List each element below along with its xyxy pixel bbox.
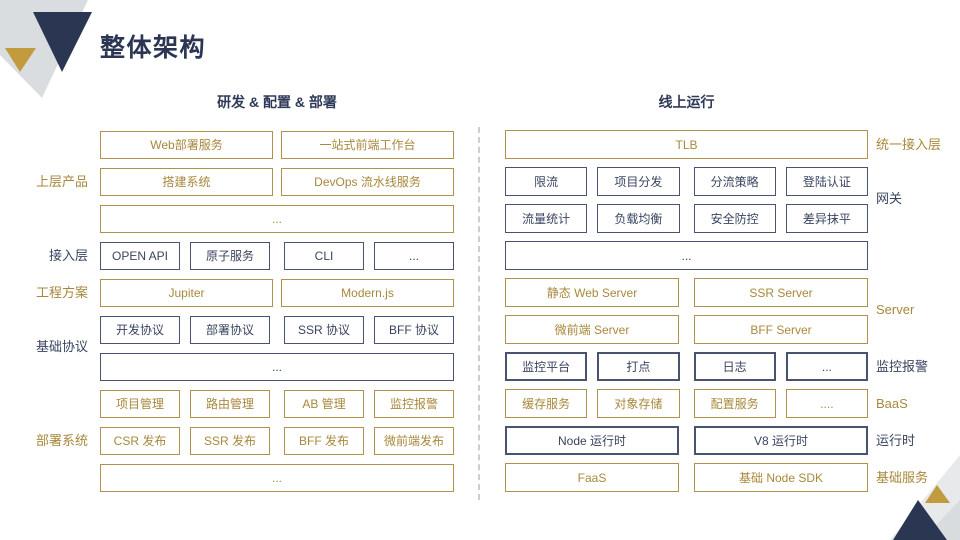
arch-box: OPEN API xyxy=(100,242,180,270)
arch-row: Node 运行时 V8 运行时运行时 xyxy=(505,426,915,455)
gray-triangle-dark xyxy=(922,500,960,540)
arch-box: 限流 xyxy=(505,167,588,196)
arch-box: SSR 协议 xyxy=(284,316,364,344)
arch-row: ... xyxy=(100,353,454,381)
layer-label: BaaS xyxy=(876,395,908,411)
arch-box: 登陆认证 xyxy=(785,167,868,196)
arch-box: 配置服务 xyxy=(693,389,776,418)
arch-row: ... xyxy=(100,205,454,233)
arch-box: 原子服务 xyxy=(190,242,270,270)
arch-box: 对象存储 xyxy=(597,389,680,418)
arch-box: ... xyxy=(100,205,454,233)
arch-box: 流量统计 xyxy=(505,204,588,233)
arch-box: ... xyxy=(785,352,868,381)
arch-box: 一站式前端工作台 xyxy=(281,131,454,159)
arch-box: SSR 发布 xyxy=(190,427,270,455)
arch-box: 微前端发布 xyxy=(374,427,454,455)
gray-triangle xyxy=(890,455,960,540)
arch-row: OPEN API 原子服务 CLI... 接入层 xyxy=(49,242,454,270)
arch-row: Web部署服务一站式前端工作台 xyxy=(100,131,454,159)
arch-box: 静态 Web Server xyxy=(505,278,679,307)
arch-box: 项目分发 xyxy=(597,167,680,196)
layer-label: 上层产品 xyxy=(35,174,88,189)
arch-box: V8 运行时 xyxy=(694,426,868,455)
arch-box: BFF Server xyxy=(694,315,868,344)
arch-row: 限流项目分发分流策略登陆认证网关 xyxy=(505,167,902,206)
arch-row: 项目管理路由管理 AB 管理监控报警 xyxy=(100,390,454,418)
dashed-divider xyxy=(478,127,480,500)
arch-box: SSR Server xyxy=(694,278,868,307)
arch-box: 基础 Node SDK xyxy=(694,463,868,492)
arch-box: 项目管理 xyxy=(100,390,180,418)
arch-row: Jupiter Modern.js 工程方案 xyxy=(36,279,454,307)
arch-box: ... xyxy=(100,353,454,381)
arch-row: 流量统计负载均衡安全防控差异抹平 xyxy=(505,204,868,233)
arch-box: 打点 xyxy=(597,352,680,381)
gold-triangle xyxy=(925,485,950,503)
arch-row: 搭建系统 DevOps 流水线服务 上层产品 xyxy=(36,168,454,196)
arch-box: ... xyxy=(374,242,454,270)
layer-label: 基础服务 xyxy=(876,469,929,485)
arch-box: 日志 xyxy=(693,352,776,381)
arch-box: ... xyxy=(505,241,868,270)
arch-row: ... xyxy=(100,464,454,492)
arch-row: CSR 发布 SSR 发布 BFF 发布微前端发布 部署系统 xyxy=(36,427,454,455)
arch-box: 搭建系统 xyxy=(100,168,273,196)
arch-box: 差异抹平 xyxy=(785,204,868,233)
arch-row: 开发协议部署协议 SSR 协议 BFF 协议基础协议 xyxy=(36,316,454,354)
arch-box: 开发协议 xyxy=(100,316,180,344)
column-header-dev: 研发 & 配置 & 部署 xyxy=(217,94,337,110)
layer-label: 基础协议 xyxy=(35,339,88,354)
layer-label: Server xyxy=(876,302,915,317)
navy-triangle xyxy=(893,500,947,540)
arch-box: CSR 发布 xyxy=(100,427,180,455)
layer-label: 监控报警 xyxy=(876,358,929,374)
gold-triangle xyxy=(5,48,36,72)
arch-box: 缓存服务 xyxy=(505,389,588,418)
arch-box: 路由管理 xyxy=(190,390,270,418)
arch-box: Web部署服务 xyxy=(100,131,273,159)
arch-box: 负载均衡 xyxy=(597,204,680,233)
arch-box: 微前端 Server xyxy=(505,315,679,344)
arch-box: 分流策略 xyxy=(693,167,776,196)
layer-label: 工程方案 xyxy=(35,285,88,300)
layer-label: 网关 xyxy=(876,191,903,206)
arch-box: ... xyxy=(100,464,454,492)
column-header-online: 线上运行 xyxy=(658,94,715,110)
arch-box: DevOps 流水线服务 xyxy=(281,168,454,196)
layer-label: 运行时 xyxy=(876,432,916,448)
arch-box: BFF 发布 xyxy=(284,427,364,455)
arch-box: CLI xyxy=(284,242,364,270)
layer-label: 部署系统 xyxy=(35,433,88,448)
arch-box: FaaS xyxy=(505,463,679,492)
arch-box: AB 管理 xyxy=(284,390,364,418)
arch-box: .... xyxy=(785,389,868,418)
arch-row: TLB 统一接入层 xyxy=(505,130,941,159)
layer-label: 统一接入层 xyxy=(876,136,942,152)
arch-box: Jupiter xyxy=(100,279,273,307)
arch-box: 监控平台 xyxy=(505,352,588,381)
arch-row: ... xyxy=(505,241,868,270)
navy-triangle xyxy=(33,12,92,72)
arch-row: 缓存服务对象存储配置服务.... BaaS xyxy=(505,389,908,418)
arch-box: 安全防控 xyxy=(693,204,776,233)
arch-box: Node 运行时 xyxy=(505,426,679,455)
arch-box: 监控报警 xyxy=(374,390,454,418)
arch-box: BFF 协议 xyxy=(374,316,454,344)
arch-box: TLB xyxy=(505,130,868,159)
arch-row: 微前端 Server BFF Server xyxy=(505,315,868,344)
page-title: 整体架构 xyxy=(100,34,207,62)
gray-triangle xyxy=(0,0,88,98)
arch-row: FaaS 基础 Node SDK 基础服务 xyxy=(505,463,928,492)
layer-label: 接入层 xyxy=(48,248,88,263)
arch-box: 部署协议 xyxy=(190,316,270,344)
arch-row: 监控平台打点日志... 监控报警 xyxy=(505,352,928,381)
arch-box: Modern.js xyxy=(281,279,454,307)
